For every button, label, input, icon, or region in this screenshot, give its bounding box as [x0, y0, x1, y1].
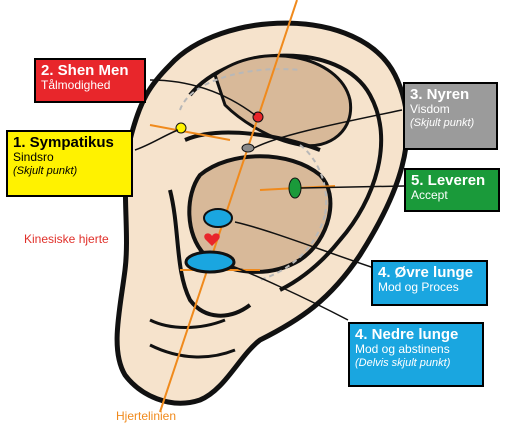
nyren-point [242, 144, 254, 152]
label-sympatikus: 1. Sympatikus Sindsro (Skjult punkt) [6, 130, 133, 197]
ovre-lunge-sub: Mod og Proces [378, 281, 481, 295]
nyren-hidden: (Skjult punkt) [410, 117, 491, 130]
label-leveren: 5. Leveren Accept [404, 168, 500, 212]
ovre-lunge-title: 4. Øvre lunge [378, 264, 481, 281]
label-shen-men: 2. Shen Men Tålmodighed [34, 58, 146, 103]
nedre-lunge-title: 4. Nedre lunge [355, 326, 477, 343]
label-nedre-lunge: 4. Nedre lunge Mod og abstinens (Delvis … [348, 322, 484, 387]
nedre-lunge-hidden: (Delvis skjult punkt) [355, 357, 477, 370]
nyren-sub: Visdom [410, 103, 491, 117]
kinesiske-hjerte-label: Kinesiske hjerte [24, 232, 109, 246]
nedre-lunge-sub: Mod og abstinens [355, 343, 477, 357]
leveren-point [289, 178, 301, 198]
ovre-lunge-point [204, 209, 232, 227]
shen-men-title: 2. Shen Men [41, 62, 139, 79]
sympatikus-hidden: (Skjult punkt) [13, 165, 126, 178]
label-nyren: 3. Nyren Visdom (Skjult punkt) [403, 82, 498, 150]
sympatikus-point [176, 123, 186, 133]
label-ovre-lunge: 4. Øvre lunge Mod og Proces [371, 260, 488, 306]
leveren-title: 5. Leveren [411, 172, 493, 189]
sympatikus-sub: Sindsro [13, 151, 126, 165]
nyren-title: 3. Nyren [410, 86, 491, 103]
sympatikus-title: 1. Sympatikus [13, 134, 126, 151]
shen-men-sub: Tålmodighed [41, 79, 139, 93]
hjertelinien-label: Hjertelinien [116, 409, 176, 423]
leveren-sub: Accept [411, 189, 493, 203]
nedre-lunge-point [186, 252, 234, 272]
shen-men-point [253, 112, 263, 122]
